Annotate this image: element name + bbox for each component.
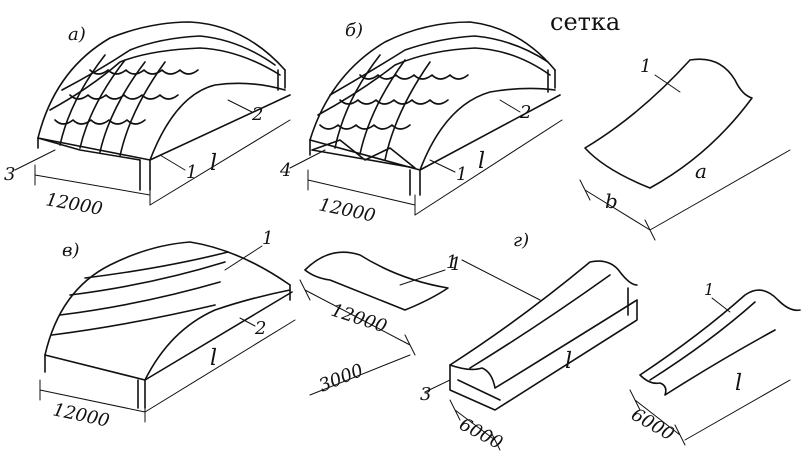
figure-g-outline [449, 260, 638, 389]
figure-b-columns [309, 69, 556, 196]
figure-a-callout-1: 1 [186, 162, 197, 183]
figure-v-detail-callout-1: 1 [446, 252, 457, 273]
figure-b-dim-length: l [478, 149, 485, 174]
figure-b-callout-4: 4 [279, 160, 291, 181]
figure-g-beam [449, 287, 638, 411]
figure-a-dim-length: l [210, 151, 217, 176]
figure-a-scallops [89, 69, 199, 75]
mesh-detail-callout-1: 1 [640, 56, 651, 77]
figure-v-shell: в) 12000 l 1 2 [39, 228, 296, 432]
figure-v-label: в) [62, 240, 80, 261]
figure-g-detail-dim-width: 6000 [628, 404, 678, 445]
figure-g-detail-outline [639, 289, 801, 396]
figure-g-folded-shell: г) 6000 l 1 3 [420, 230, 638, 454]
figure-a-leaders [14, 99, 253, 171]
figure-v-detail-panel [304, 251, 449, 311]
figure-b-callout-2: 2 [519, 102, 531, 123]
figure-b-dim-width: 12000 [317, 194, 377, 226]
figure-v-columns [44, 284, 291, 409]
figure-a-front-arch [37, 21, 286, 139]
figure-g-detail-dim-length: l [735, 371, 742, 396]
figure-g-detail-callout-1: 1 [704, 280, 714, 299]
mesh-detail-outline [584, 58, 753, 189]
figure-v-detail-dim-span: 12000 [328, 300, 389, 338]
figure-b-back-arch [419, 87, 556, 171]
figure-a-tile-row [49, 47, 281, 111]
mesh-detail: b a 1 [579, 56, 791, 241]
figure-a-callout-2: 2 [251, 104, 263, 125]
mesh-detail-leader [654, 74, 681, 93]
figure-a-callout-3: 3 [4, 164, 15, 185]
mesh-detail-dim-b: b [605, 189, 618, 213]
figure-g-leaders [424, 259, 541, 393]
figure-g-label: г) [513, 230, 529, 251]
figure-a-dim-line-width [34, 164, 151, 206]
figure-b-dim-line-length [414, 119, 563, 216]
figure-v-dim-lines [39, 319, 296, 423]
figure-a-scallops [54, 119, 146, 125]
figure-g-detail: 6000 l 1 [628, 280, 801, 446]
figure-v-back-arch [144, 289, 291, 381]
figure-v-callout-1: 1 [262, 228, 273, 249]
figure-b-tiled-shell: б) 12000 l 1 2 4 [279, 20, 563, 227]
figure-a-tile-row [61, 35, 276, 91]
mesh-detail-dim-a: a [695, 159, 707, 183]
figure-g-callout-1: 1 [450, 254, 461, 275]
figure-g-detail-dim-lines [629, 379, 791, 446]
figure-b-tile-row [329, 35, 549, 96]
figure-v-dim-length: l [210, 346, 217, 371]
figure-g-callout-3: 3 [420, 384, 431, 405]
figure-g-detail-leader [711, 297, 731, 313]
mesh-detail-dim-lines [579, 149, 791, 241]
figure-b-tile-row [317, 47, 551, 116]
figure-b-scallops [319, 124, 411, 130]
figure-b-truss [311, 139, 416, 169]
figure-v-detail-leader [399, 269, 446, 286]
figure-v-front-arch [44, 241, 291, 356]
figure-g-fold [469, 274, 611, 369]
figure-v-detail-dim-width: 3000 [316, 360, 366, 397]
figure-b-leaders [289, 99, 521, 173]
figure-v-detail-dim-lines [299, 279, 416, 396]
title-text: сетка [550, 8, 620, 36]
figure-v-detail: 12000 3000 1 [299, 251, 457, 397]
figure-a-label: а) [68, 24, 86, 45]
figure-v-rows [51, 251, 229, 336]
figure-v-dim-width: 12000 [51, 399, 111, 431]
figure-b-dim-line-width [307, 169, 416, 216]
figure-a-back-arch [149, 82, 286, 161]
figure-b-scallops [359, 74, 469, 80]
figure-g-dim-length: l [565, 349, 572, 374]
figure-a-ribs [59, 54, 166, 157]
figure-a-scallops [69, 94, 179, 100]
figure-v-leaders [224, 245, 263, 327]
figure-a-tiled-shell: а) 12000 l 1 2 3 [4, 21, 291, 220]
figure-g-dim-width: 6000 [456, 414, 506, 454]
figure-a-tie [37, 137, 141, 161]
figure-a-columns [37, 69, 286, 191]
figure-v-callout-2: 2 [254, 318, 266, 339]
figure-g-detail-fold [649, 301, 756, 381]
figure-b-label: б) [345, 20, 363, 41]
figure-b-front-arch [309, 21, 556, 141]
figure-b-callout-1: 1 [456, 164, 467, 185]
figure-a-dim-width: 12000 [44, 189, 104, 220]
figure-a-dim-line-length [149, 119, 291, 206]
figure-g-dim-line-width [449, 399, 501, 451]
figure-b-scallops [339, 99, 449, 105]
